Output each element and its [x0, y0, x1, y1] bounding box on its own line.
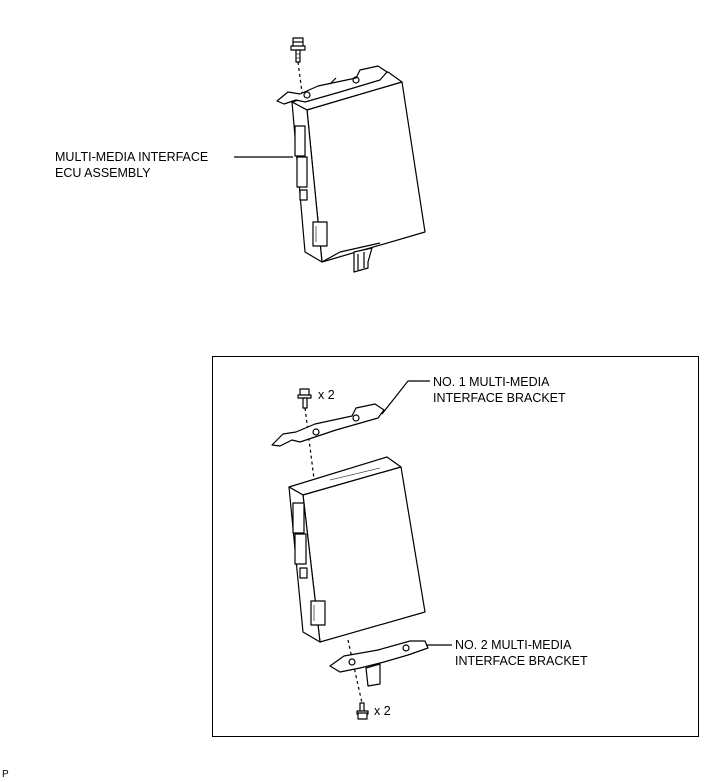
ecu-label-line1: MULTI-MEDIA INTERFACE: [55, 150, 209, 164]
corner-code: P: [2, 769, 9, 780]
inset-frame: [212, 356, 699, 737]
installed-bracket-top: [276, 65, 388, 105]
ecu-assembly-inset: [288, 456, 426, 643]
top-assembly: [234, 37, 426, 273]
qty-bottom-label: x 2: [374, 704, 391, 718]
bracket2-label-line2: INTERFACE BRACKET: [455, 654, 588, 668]
inset-assembly: [271, 380, 452, 720]
bracket1-bolt-icon: [297, 388, 312, 409]
bracket1-label-line1: NO. 1 MULTI-MEDIA: [433, 375, 550, 389]
bracket2-bolt-icon: [356, 702, 369, 720]
ecu-assembly-top: [291, 71, 426, 263]
installed-bracket-bottom: [353, 247, 373, 273]
ecu-label-line2: ECU ASSEMBLY: [55, 166, 151, 180]
bracket1-leader-line: [381, 380, 430, 415]
bracket2-label-line1: NO. 2 MULTI-MEDIA: [455, 638, 572, 652]
qty-top-label: x 2: [318, 388, 335, 402]
no1-bracket-shape: [271, 403, 385, 447]
no2-bracket-shape: [329, 640, 429, 687]
bracket1-label-line2: INTERFACE BRACKET: [433, 391, 566, 405]
top-bolt-icon: [290, 37, 306, 63]
